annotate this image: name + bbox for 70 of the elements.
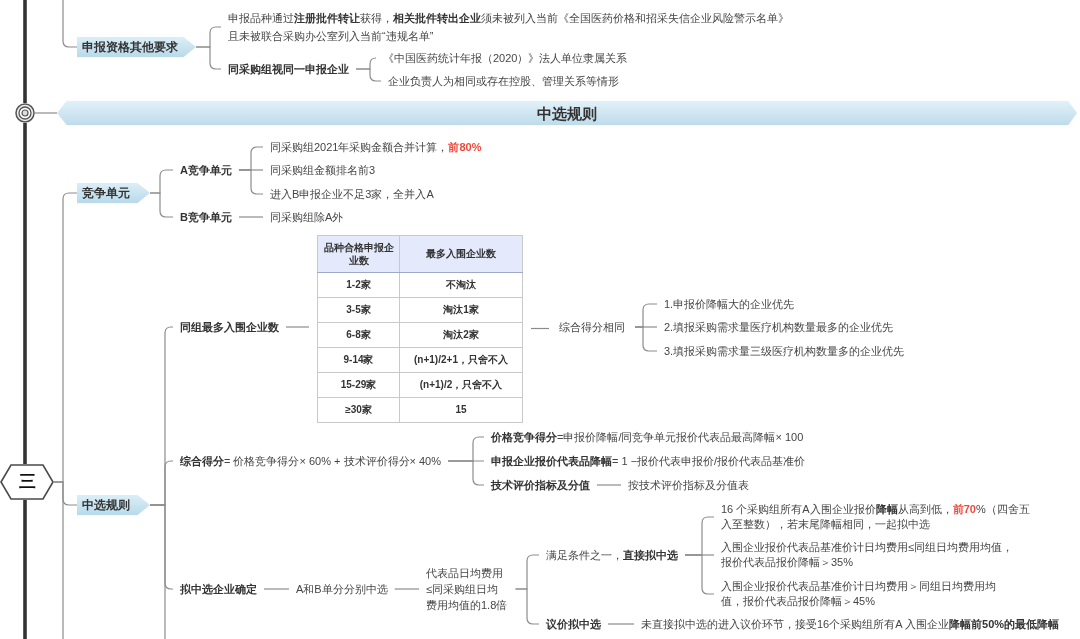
table-cell: 6-8家 <box>317 322 400 347</box>
hexagon-label: 三 <box>0 464 54 500</box>
topic-label: 同组最多入围企业数 <box>180 319 279 335</box>
detail-text: A和B单分分别中选 <box>296 581 388 597</box>
detail-text: 进入B申报企业不足3家，全并入A <box>270 186 434 202</box>
branch-line <box>355 68 382 82</box>
branch-line <box>23 0 27 103</box>
detail-text: 《中国医药统计年报（2020）》法人单位隶属关系 <box>383 50 628 66</box>
topic-label: A竞争单元 <box>180 162 232 178</box>
table-cell: 15-29家 <box>317 372 400 397</box>
detail-text: 综合得分相同 <box>559 319 625 335</box>
table-cell: 淘汰2家 <box>399 322 523 347</box>
detail-text: 满足条件之一，直接拟中选 <box>546 547 678 563</box>
header-cell: 品种合格申报企业数 <box>317 235 400 272</box>
table-cell: (n+1)/2+1，只舍不入 <box>399 347 523 372</box>
branch-line <box>62 0 78 48</box>
topic-label: 议价拟中选 <box>546 616 601 632</box>
detail-text: 16 个采购组所有A入围企业报价降幅从高到低，前70%（四舍五入至整数），若末尾降幅相同，一起拟中选 <box>721 502 1033 532</box>
topic-label: 拟中选企业确定 <box>180 581 257 597</box>
branch-line <box>596 484 622 486</box>
branch-line <box>23 123 27 464</box>
table-cell: 3-5家 <box>317 297 400 322</box>
branch-line <box>447 460 485 486</box>
detail-text: 同采购组2021年采购金额合并计算，前80% <box>270 139 482 155</box>
branch-line <box>23 500 27 639</box>
branch-line <box>53 481 64 639</box>
ring-icon <box>15 103 35 123</box>
table-cell: 不淘汰 <box>399 272 523 297</box>
detail-text: 入围企业报价代表品基准价计日均费用≤同组日均费用均值，报价代表品报价降幅＞35% <box>721 540 1017 570</box>
table-cell: 淘汰1家 <box>399 297 523 322</box>
branch-line <box>530 327 550 330</box>
detail-text: 3.填报采购需求量三级医疗机构数量多的企业优先 <box>664 343 905 359</box>
detail-text: 入围企业报价代表品基准价计日均费用＞同组日均费用均值，报价代表品报价降幅＞45% <box>721 579 1001 609</box>
detail-text: 未直接拟中选的进入议价环节，接受16个采购组所有A 入围企业降幅前50%的最低降幅 <box>641 616 1060 632</box>
detail-text: 按技术评价指标及分值表 <box>628 477 749 493</box>
data-table <box>317 234 523 423</box>
topic-label: 同采购组视同一申报企业 <box>228 61 349 77</box>
detail-text: 1.申报价降幅大的企业优先 <box>664 296 795 312</box>
detail-text: 同采购组金额排名前3 <box>270 162 376 178</box>
branch-line <box>238 169 264 195</box>
table-cell: (n+1)/2，只舍不入 <box>399 372 523 397</box>
topic-tag: 中选规则 <box>77 494 150 516</box>
detail-text: 申报品种通过注册批件转让获得，相关批件转出企业须未被列入当前《全国医药价格和招采失信企业风险警示名单》且未被联合采购办公室列入当前“违规名单” <box>228 9 796 45</box>
branch-line <box>607 623 635 625</box>
branch-line <box>34 112 58 114</box>
topic-label: B竞争单元 <box>180 209 232 225</box>
section-banner: 中选规则 <box>57 100 1077 126</box>
detail-text: 申报企业报价代表品降幅= 1 −报价代表申报价/报价代表品基准价 <box>491 453 806 469</box>
detail-text: 代表品日均费用≤同采购组日均费用均值的1.8倍 <box>426 565 509 613</box>
branch-line <box>394 588 420 590</box>
detail-text: 综合得分= 价格竞争得分× 60% + 技术评价得分× 40% <box>180 453 441 469</box>
branch-line <box>149 504 166 639</box>
branch-line <box>195 46 222 70</box>
detail-text: 2.填报采购需求量医疗机构数量最多的企业优先 <box>664 319 894 335</box>
branch-line <box>285 326 310 328</box>
detail-text: 企业负责人为相同或存在控股、管理关系等情形 <box>388 73 619 89</box>
topic-tag: 竞争单元 <box>77 182 150 204</box>
table-cell: 1-2家 <box>317 272 400 297</box>
topic-tag: 申报资格其他要求 <box>77 36 196 58</box>
branch-line <box>238 216 264 218</box>
table-cell: 9-14家 <box>317 347 400 372</box>
topic-label: 技术评价指标及分值 <box>491 477 590 493</box>
table-cell: 15 <box>399 397 523 422</box>
table-cell: ≥30家 <box>317 397 400 422</box>
detail-text: 价格竞争得分=申报价降幅/同竞争单元报价代表品最高降幅× 100 <box>491 429 804 445</box>
branch-line <box>149 192 174 218</box>
detail-text: 同采购组除A外 <box>270 209 344 225</box>
branch-line <box>263 588 290 590</box>
header-cell: 最多入围企业数 <box>399 235 523 272</box>
branch-line <box>634 326 658 352</box>
